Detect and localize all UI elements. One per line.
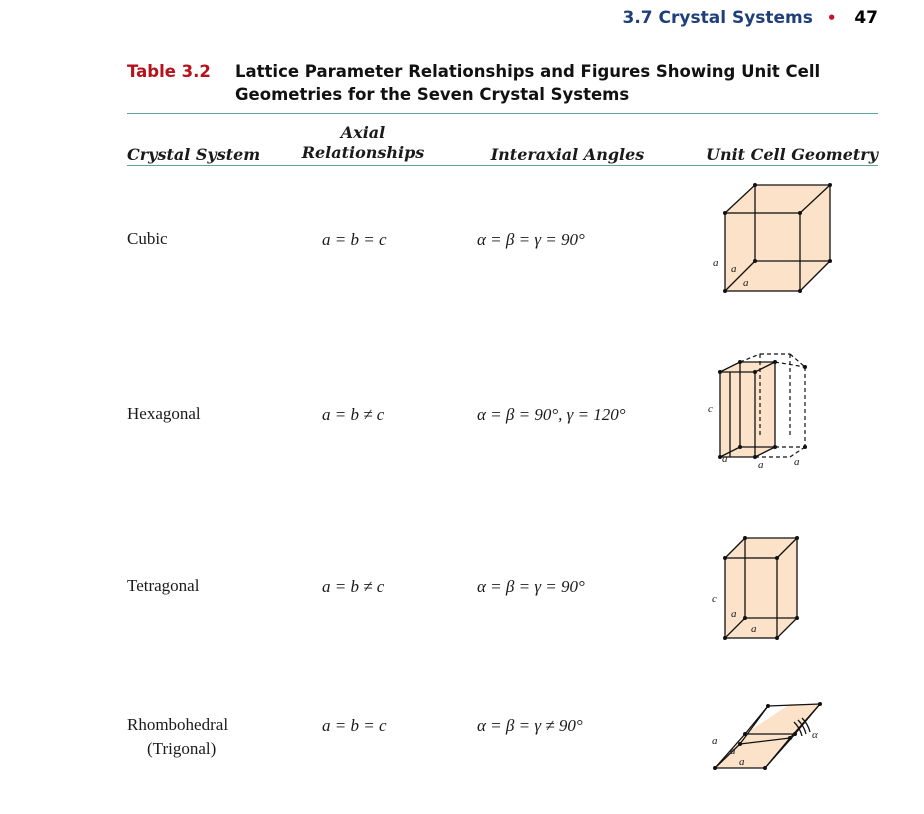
- row-hexagonal-axial: a = b ≠ c: [322, 405, 385, 424]
- table-label: Table 3.2: [127, 62, 211, 81]
- hexagonal-unit-cell-figure: c a a a: [705, 352, 815, 472]
- row-tetragonal-system: Tetragonal: [127, 576, 200, 595]
- tetra-label-a2: a: [751, 623, 757, 635]
- rhombo-label-alpha: α: [812, 729, 818, 741]
- table-title: Lattice Parameter Relationships and Figu…: [235, 62, 821, 104]
- tetra-label-a1: a: [731, 608, 737, 620]
- cubic-unit-cell-figure: a a a: [705, 178, 845, 298]
- rhombo-label-a3: a: [739, 756, 745, 768]
- header-unit-cell-geometry: Unit Cell Geometry: [705, 145, 878, 164]
- hex-label-c: c: [708, 403, 713, 415]
- bullet-separator: •: [826, 9, 837, 27]
- row-rhombohedral-system: Rhombohedral: [127, 715, 229, 734]
- section-title: 3.7 Crystal Systems: [622, 8, 813, 28]
- running-head: 3.7 Crystal Systems • 47: [623, 8, 878, 28]
- row-hexagonal-angles: α = β = 90°, γ = 120°: [477, 405, 626, 424]
- header-axial-line2: Relationships: [301, 143, 425, 162]
- rhombohedral-unit-cell-figure: a a a α: [700, 696, 840, 776]
- row-cubic-system: Cubic: [127, 229, 168, 248]
- row-rhombohedral-system-line2: (Trigonal): [147, 739, 217, 758]
- row-tetragonal-axial: a = b ≠ c: [322, 577, 385, 596]
- row-tetragonal-angles: α = β = γ = 90°: [477, 577, 585, 596]
- top-rule: [127, 113, 878, 114]
- page-number: 47: [854, 8, 878, 28]
- header-interaxial-angles: Interaxial Angles: [490, 145, 645, 164]
- hex-label-a2: a: [758, 459, 764, 471]
- header-crystal-system: Crystal System: [127, 145, 261, 164]
- rhombo-label-a2: a: [730, 745, 736, 757]
- cubic-label-a1: a: [713, 257, 719, 269]
- row-cubic-axial: a = b = c: [322, 230, 387, 249]
- row-hexagonal-system: Hexagonal: [127, 404, 201, 423]
- cubic-label-a3: a: [743, 277, 749, 289]
- tetragonal-unit-cell-figure: c a a: [705, 530, 815, 642]
- header-axial: Axial Relationships: [288, 123, 438, 163]
- cubic-label-a2: a: [731, 263, 737, 275]
- hex-label-a3: a: [794, 456, 800, 468]
- header-rule: [127, 165, 878, 166]
- row-cubic-angles: α = β = γ = 90°: [477, 230, 585, 249]
- header-axial-line1: Axial: [340, 123, 386, 142]
- hex-label-a1: a: [722, 453, 728, 465]
- row-rhombohedral-axial: a = b = c: [322, 716, 387, 735]
- row-rhombohedral-angles: α = β = γ ≠ 90°: [477, 716, 583, 735]
- rhombo-label-a1: a: [712, 735, 718, 747]
- tetra-label-c: c: [712, 593, 717, 605]
